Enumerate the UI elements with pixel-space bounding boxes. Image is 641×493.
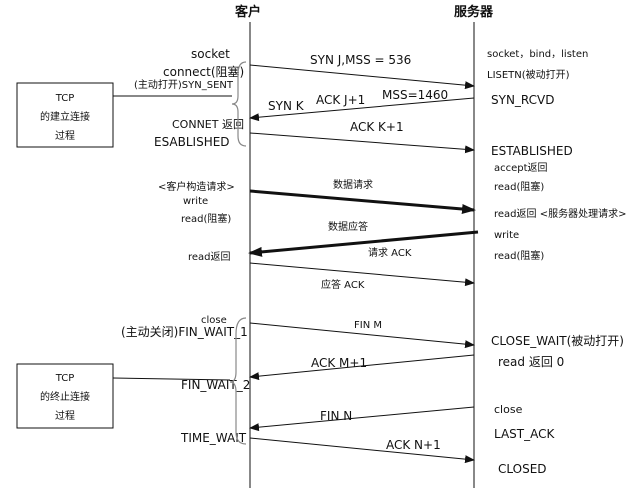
msg-data-reply: 数据应答 [328,220,368,233]
server-established-label: ESTABLISHED [491,144,573,158]
arrow-ack-m1 [249,354,475,381]
arrow-reply-ack [249,262,475,287]
setup-process-box [16,82,114,148]
server-socket-bind-listen-label: socket，bind，listen [487,49,588,60]
client-esablished-label: ESABLISHED [154,135,230,149]
msg-ack-k1: ACK K+1 [350,120,404,134]
arrow-fin-m [249,322,475,349]
client-write-label: write [183,196,208,207]
teardown-box-connector [112,377,231,381]
msg-fin-m: FIN M [354,320,382,331]
teardown-process-box [16,363,114,429]
client-close-label: close [201,315,227,326]
arrow-data-request [249,189,476,214]
client-time-wait-label: TIME_WAIT [180,431,247,445]
msg-ack-n1: ACK N+1 [386,438,441,452]
msg-syn-j: SYN J,MSS = 536 [310,53,411,67]
client-header: 客户 [235,4,261,20]
server-write-label: write [494,230,519,241]
setup-box-line-3: 过程 [55,129,75,142]
arrow-ack-n1 [249,437,475,464]
client-read-return-label: read返回 [188,251,231,263]
server-accept-return-label: accept返回 [494,162,548,174]
client-syn-sent-label: (主动打开)SYN_SENT [134,78,234,91]
server-closed-label: CLOSED [498,462,547,476]
msg-ack-j1: ACK J+1 [316,93,365,107]
client-connect-label: connect(阻塞) [163,64,244,79]
server-read-block-1-label: read(阻塞) [494,180,544,193]
client-fin-wait-1-label: (主动关闭)FIN_WAIT_1 [121,325,248,339]
msg-syn-k: SYN K [268,99,305,113]
setup-box-line-1: TCP [55,93,75,104]
teardown-box-line-3: 过程 [55,409,75,422]
arrow-syn-k-ack [249,97,475,122]
msg-data-request: 数据请求 [333,178,373,191]
client-connet-return-label: CONNET 返回 [172,118,244,131]
teardown-brace [229,317,247,445]
teardown-box-line-1: TCP [55,373,75,384]
arrow-data-reply [248,230,479,257]
msg-reply-ack: 应答 ACK [321,278,365,291]
server-read-return-label: read返回 <服务器处理请求> [494,207,626,220]
server-syn-rcvd-label: SYN_RCVD [491,93,555,107]
teardown-box-line-2: 的终止连接 [40,390,90,403]
msg-mss1460: MSS=1460 [382,88,448,102]
arrow-fin-n [249,406,475,432]
setup-brace [231,61,247,147]
server-header: 服务器 [454,4,494,20]
setup-box-line-2: 的建立连接 [40,110,90,123]
client-request-label: <客户构造请求> [158,180,235,193]
server-read-return-0-label: read 返回 0 [498,355,564,369]
arrow-syn-j [249,64,475,90]
msg-fin-n: FIN N [320,409,352,423]
client-read-block-label: read(阻塞) [181,212,231,225]
arrow-ack-k1 [249,132,475,154]
client-socket-label: socket [191,47,230,61]
server-last-ack-label: LAST_ACK [494,427,555,441]
server-listen-label: LISETN(被动打开) [487,68,570,81]
server-read-block-2-label: read(阻塞) [494,249,544,262]
msg-ack-m1: ACK M+1 [311,356,367,370]
server-close-wait-label: CLOSE_WAIT(被动打开) [491,334,624,348]
msg-request-ack: 请求 ACK [368,246,412,259]
server-close-label: close [494,403,523,416]
